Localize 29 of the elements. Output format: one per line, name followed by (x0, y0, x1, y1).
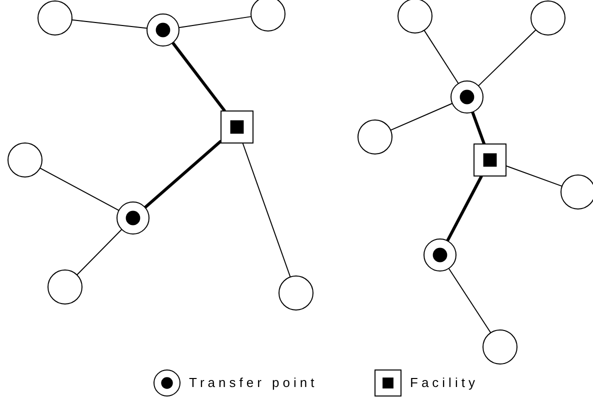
transfer-point-symbol (423, 238, 457, 272)
connector-line (446, 175, 483, 242)
connector-line (178, 16, 252, 28)
connector-line (390, 102, 453, 131)
empty-circle (278, 275, 314, 311)
connector-line (478, 29, 536, 86)
connector-line (39, 168, 120, 211)
connector-line (424, 30, 459, 84)
connector-line (172, 42, 226, 112)
connector-line (71, 19, 148, 29)
connector-line (471, 112, 486, 145)
connector-line (506, 165, 563, 187)
transfer-point-symbol (450, 80, 484, 114)
connector-line (448, 268, 492, 334)
connector-line (242, 142, 291, 278)
facility-symbol (220, 110, 254, 144)
empty-circle (7, 142, 43, 178)
empty-circle (530, 0, 566, 36)
empty-circle (37, 0, 73, 36)
connector-line (144, 140, 222, 209)
empty-circle (482, 329, 518, 365)
connector-line (76, 228, 122, 276)
transfer-point-symbol (116, 201, 150, 235)
empty-circle (357, 119, 393, 155)
facility-symbol (473, 143, 507, 177)
transfer-point-symbol (146, 13, 180, 47)
legend-label: Facility (410, 375, 478, 390)
empty-circle (47, 269, 83, 305)
legend-label: Transfer point (189, 375, 318, 390)
